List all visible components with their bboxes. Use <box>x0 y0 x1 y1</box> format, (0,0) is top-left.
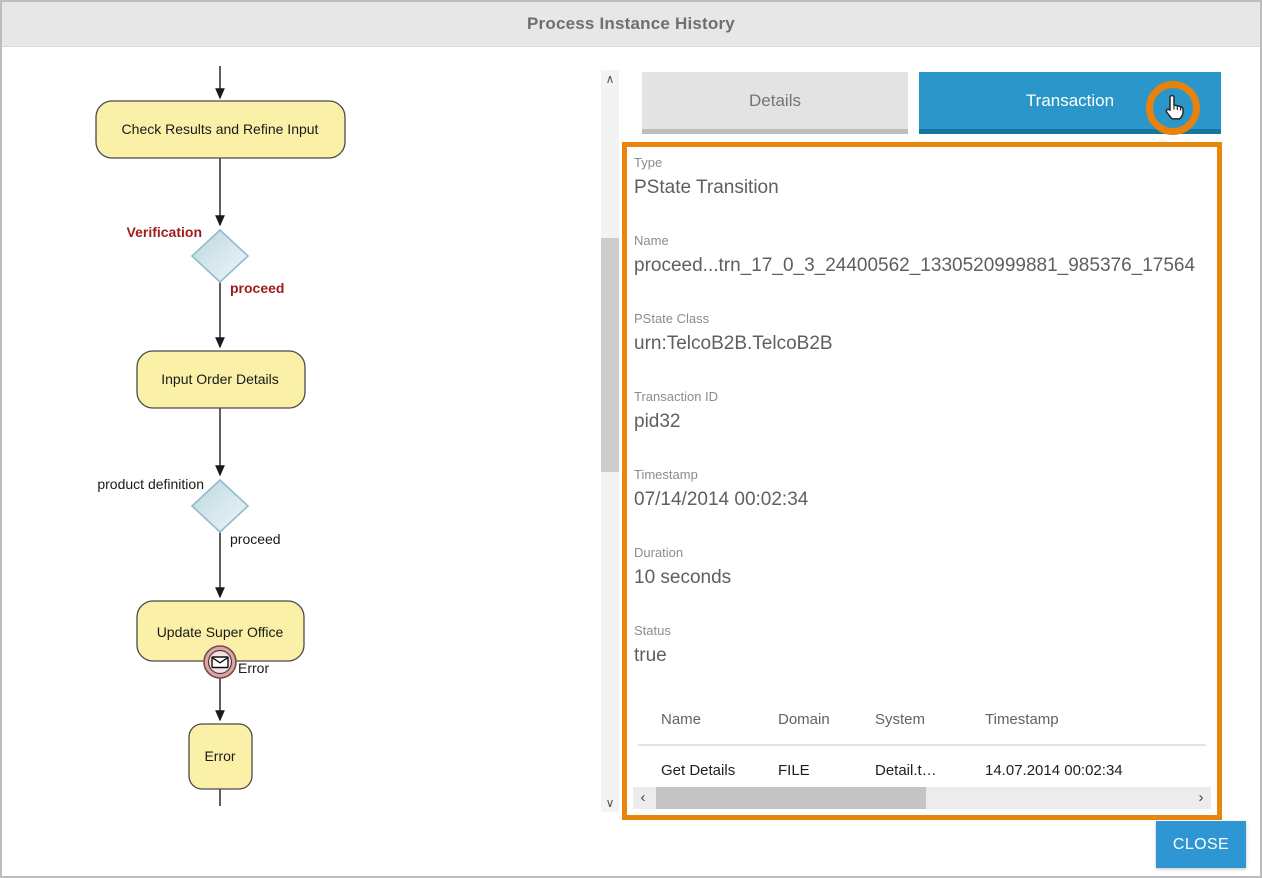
transactions-table: Name Domain System Timestamp Get Details… <box>632 703 1212 779</box>
cell-system: Detail.t… <box>875 762 937 779</box>
task-error[interactable] <box>188 723 253 790</box>
field-duration: Duration 10 seconds <box>634 545 1217 588</box>
task-check-results-label: Check Results and Refine Input <box>122 121 319 137</box>
cell-domain: FILE <box>778 762 810 779</box>
tab-transaction-label: Transaction <box>1025 90 1115 110</box>
dialog-title: Process Instance History <box>527 14 735 33</box>
field-type-value: PState Transition <box>634 178 779 198</box>
tab-details-label: Details <box>749 90 801 110</box>
field-timestamp: Timestamp 07/14/2014 00:02:34 <box>634 467 1217 510</box>
gateway2-label: product definition <box>97 476 204 492</box>
field-name: Name proceed...trn_17_0_3_24400562_13305… <box>634 233 1217 276</box>
column-header-domain: Domain <box>778 711 830 728</box>
process-diagram: Check Results and Refine Input Verificat… <box>95 66 346 806</box>
gateway1-label: Verification <box>127 224 202 240</box>
field-status-value: true <box>634 646 667 666</box>
field-type: Type PState Transition <box>634 155 1217 198</box>
gateway1-diamond[interactable] <box>190 228 250 284</box>
field-transaction-id-value: pid32 <box>634 412 681 432</box>
field-transaction-id: Transaction ID pid32 <box>634 389 1217 432</box>
table-header-row: Name Domain System Timestamp <box>632 703 1212 728</box>
task-error-label: Error <box>204 748 235 764</box>
scroll-down-icon[interactable]: ∨ <box>605 796 615 810</box>
gateway2-edge-label: proceed <box>230 531 281 547</box>
column-header-system: System <box>875 711 926 728</box>
cell-timestamp: 14.07.2014 00:02:34 <box>985 762 1123 779</box>
field-timestamp-value: 07/14/2014 00:02:34 <box>634 490 809 510</box>
field-name-value: proceed...trn_17_0_3_24400562_1330520999… <box>634 256 1196 276</box>
cell-name: Get Details <box>661 762 736 779</box>
field-status-label: Status <box>634 623 671 638</box>
dialog-titlebar: Process Instance History <box>2 2 1260 47</box>
table-divider <box>638 744 1206 746</box>
field-status: Status true <box>634 623 1217 666</box>
scroll-left-icon[interactable]: ‹ <box>640 789 646 806</box>
vertical-scrollbar[interactable]: ∧ ∨ <box>601 70 619 812</box>
horizontal-scrollbar-thumb[interactable] <box>656 787 926 809</box>
vertical-scrollbar-thumb[interactable] <box>601 238 619 472</box>
task-update-office-label: Update Super Office <box>157 624 284 640</box>
field-duration-value: 10 seconds <box>634 568 732 588</box>
field-timestamp-label: Timestamp <box>634 467 698 482</box>
table-row[interactable]: Get Details FILE Detail.t… 14.07.2014 00… <box>632 746 1212 779</box>
field-type-label: Type <box>634 155 663 170</box>
task-check-results[interactable] <box>95 100 346 159</box>
transaction-panel: Type PState Transition Name proceed...tr… <box>622 142 1222 820</box>
scroll-up-icon[interactable]: ∧ <box>605 72 615 86</box>
gateway2-diamond[interactable] <box>190 478 250 534</box>
field-duration-label: Duration <box>634 545 684 560</box>
column-header-name: Name <box>661 711 702 728</box>
message-event-icon[interactable] <box>203 645 237 679</box>
field-transaction-id-label: Transaction ID <box>634 389 719 404</box>
field-pstate-class-label: PState Class <box>634 311 710 326</box>
field-name-label: Name <box>634 233 669 248</box>
close-button[interactable]: CLOSE <box>1156 821 1246 868</box>
task-input-order[interactable] <box>136 350 306 409</box>
gateway1-edge-label: proceed <box>230 280 284 296</box>
column-header-timestamp: Timestamp <box>985 711 1059 728</box>
field-pstate-class-value: urn:TelcoB2B.TelcoB2B <box>634 334 833 354</box>
boundary-event-label: Error <box>238 660 269 676</box>
tab-details[interactable]: Details <box>642 72 908 134</box>
task-input-order-label: Input Order Details <box>161 371 279 387</box>
scroll-right-icon[interactable]: › <box>1198 789 1204 806</box>
vertical-scrollbar-track[interactable] <box>601 88 619 794</box>
horizontal-scrollbar-track[interactable] <box>653 787 1191 809</box>
tab-transaction[interactable]: Transaction <box>919 72 1221 134</box>
horizontal-scrollbar[interactable]: ‹ › <box>633 787 1211 809</box>
field-pstate-class: PState Class urn:TelcoB2B.TelcoB2B <box>634 311 1217 354</box>
